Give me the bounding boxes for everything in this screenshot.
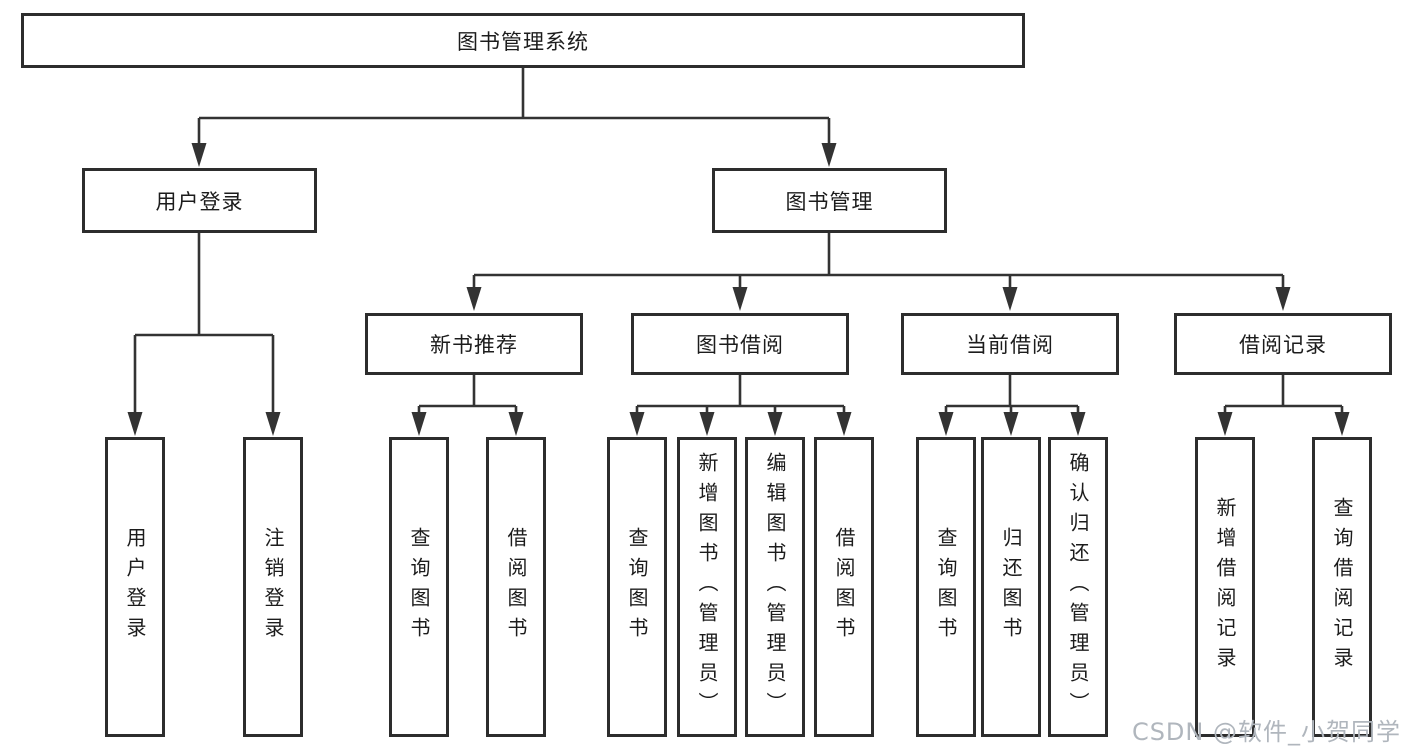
leaf-query-books-recommend-label: 查询图书 [407, 527, 431, 647]
node-root-label: 图书管理系统 [457, 29, 589, 54]
connectors [127, 68, 1350, 436]
leaf-query-books-recommend: 查询图书 [389, 437, 449, 737]
node-book-borrow: 图书借阅 [631, 313, 849, 375]
node-borrow-records: 借阅记录 [1174, 313, 1392, 375]
leaf-return-books-label: 归还图书 [999, 527, 1023, 647]
leaf-return-books: 归还图书 [981, 437, 1041, 737]
leaf-borrow-books-label: 借阅图书 [832, 527, 856, 647]
leaf-add-book-admin: 新增图书（管理员） [677, 437, 737, 737]
watermark: CSDN @软件_小贺同学 [1131, 718, 1401, 746]
leaf-borrow-books-recommend: 借阅图书 [486, 437, 546, 737]
leaf-borrow-books-recommend-label: 借阅图书 [504, 527, 528, 647]
leaf-borrow-books: 借阅图书 [814, 437, 874, 737]
leaf-add-borrow-record-label: 新增借阅记录 [1213, 497, 1237, 677]
node-new-book-recommend: 新书推荐 [365, 313, 583, 375]
leaf-logout-login-label: 注销登录 [261, 527, 285, 647]
leaf-add-book-admin-label: 新增图书（管理员） [695, 452, 719, 722]
node-root: 图书管理系统 [21, 13, 1025, 68]
node-current-borrow: 当前借阅 [901, 313, 1119, 375]
leaf-query-borrow-record: 查询借阅记录 [1312, 437, 1372, 737]
leaf-edit-book-admin-label: 编辑图书（管理员） [763, 452, 787, 722]
leaf-edit-book-admin: 编辑图书（管理员） [745, 437, 805, 737]
leaf-add-borrow-record: 新增借阅记录 [1195, 437, 1255, 737]
node-current-borrow-label: 当前借阅 [966, 333, 1054, 357]
node-book-management-label: 图书管理 [785, 189, 874, 214]
leaf-query-books-current-label: 查询图书 [934, 527, 958, 647]
node-borrow-records-label: 借阅记录 [1239, 333, 1327, 357]
leaf-query-books-current: 查询图书 [916, 437, 976, 737]
leaf-query-borrow-record-label: 查询借阅记录 [1330, 497, 1354, 677]
leaf-confirm-return-admin: 确认归还（管理员） [1048, 437, 1108, 737]
node-new-book-recommend-label: 新书推荐 [430, 333, 518, 357]
node-book-management: 图书管理 [712, 168, 947, 233]
node-user-login: 用户登录 [82, 168, 317, 233]
leaf-query-books-borrow-label: 查询图书 [625, 527, 649, 647]
leaf-user-login: 用户登录 [105, 437, 165, 737]
node-user-login-label: 用户登录 [155, 189, 244, 214]
leaf-user-login-label: 用户登录 [123, 527, 147, 647]
leaf-query-books-borrow: 查询图书 [607, 437, 667, 737]
leaf-logout-login: 注销登录 [243, 437, 303, 737]
node-book-borrow-label: 图书借阅 [696, 333, 784, 357]
leaf-confirm-return-admin-label: 确认归还（管理员） [1066, 452, 1090, 722]
